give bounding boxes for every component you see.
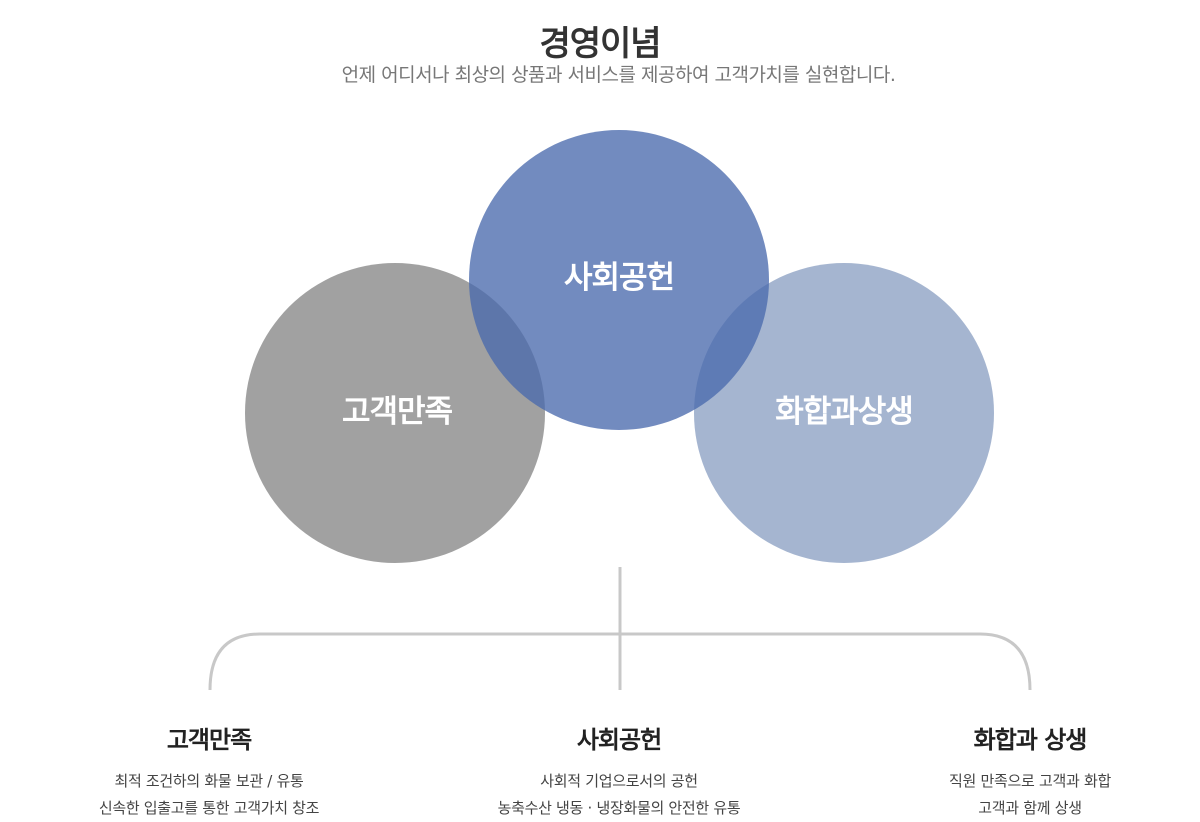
column-customer-satisfaction: 고객만족 최적 조건하의 화물 보관 / 유통 신속한 입출고를 통한 고객가치… [29, 722, 389, 822]
circle-label-social-contribution: 사회공헌 [563, 260, 675, 296]
column-desc-line: 고객과 함께 상생 [978, 799, 1082, 817]
column-harmony-coexistence: 화합과 상생 직원 만족으로 고객과 화합 고객과 함께 상생 [850, 722, 1200, 822]
column-title: 화합과 상생 [973, 726, 1088, 754]
circle-label-customer-satisfaction: 고객만족 [341, 394, 453, 430]
column-desc-line: 사회적 기업으로서의 공헌 [540, 772, 698, 790]
column-title: 사회공헌 [576, 726, 662, 754]
column-social-contribution: 사회공헌 사회적 기업으로서의 공헌 농축수산 냉동 · 냉장화물의 안전한 유… [439, 722, 799, 822]
column-desc-line: 최적 조건하의 화물 보관 / 유통 [114, 772, 304, 790]
circle-social-contribution [469, 130, 769, 430]
page-subtitle: 언제 어디서나 최상의 상품과 서비스를 제공하여 고객가치를 실현합니다. [341, 64, 896, 86]
column-title: 고객만족 [166, 726, 252, 754]
column-desc-line: 농축수산 냉동 · 냉장화물의 안전한 유통 [497, 799, 741, 817]
column-desc-line: 직원 만족으로 고객과 화합 [949, 772, 1111, 790]
column-desc-line: 신속한 입출고를 통한 고객가치 창조 [98, 799, 320, 817]
page-title: 경영이념 [539, 23, 661, 64]
bracket-connector [208, 567, 1032, 691]
circle-label-harmony-coexistence: 화합과상생 [775, 394, 914, 430]
